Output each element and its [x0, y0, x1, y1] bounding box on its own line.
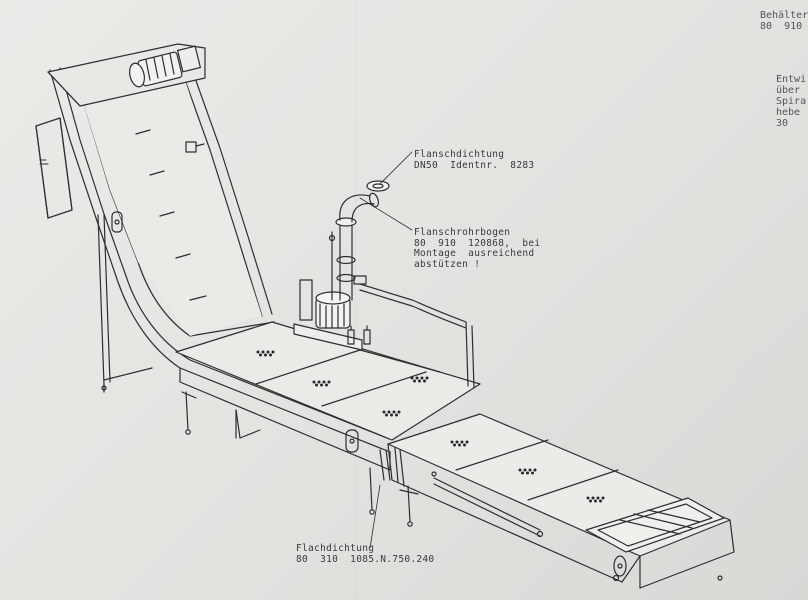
paper-fold: [355, 0, 357, 600]
riser-pipe: [328, 180, 475, 389]
corner-line: Spira: [776, 96, 807, 107]
corner-line: über: [776, 85, 801, 96]
label-line: Flanschrohrbogen: [414, 227, 511, 238]
label-line: abstützen !: [414, 258, 481, 270]
label-line: 80 910 120868, bei: [414, 237, 541, 249]
leader-lines: [359, 151, 413, 549]
label-line: Montage ausreichend: [414, 248, 535, 259]
label-line: 80 310 1085.N.750.240: [296, 553, 435, 565]
side-cabinet: [35, 117, 73, 219]
label-line: DN50 Identnr. 8283: [414, 159, 535, 171]
label-line: Flachdichtung: [296, 543, 375, 554]
lower-section: [387, 413, 735, 589]
horizontal-section: [175, 321, 481, 515]
corner-line: Behälter: [760, 10, 808, 21]
corner-line: 30: [776, 118, 789, 129]
drive-motor: [129, 45, 201, 88]
corner-line: hebe: [776, 107, 801, 118]
perforation-patterns: [256, 350, 605, 503]
label-line: Flanschdichtung: [414, 149, 505, 160]
corner-line: 80 910: [760, 21, 803, 32]
corner-line: Entwi: [776, 74, 807, 85]
pump-unit: [293, 279, 371, 351]
